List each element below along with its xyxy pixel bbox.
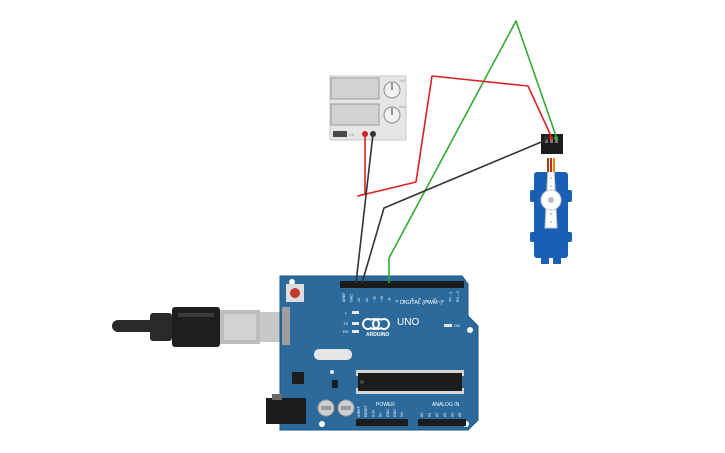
crystal-oscillator (314, 349, 352, 360)
pin-label: GND (393, 409, 397, 417)
pin-label: GND (350, 294, 354, 302)
led-label-rx: RX (343, 329, 349, 334)
mount-hole (289, 279, 295, 285)
power-label: POWER (376, 402, 395, 408)
signal-wire (388, 20, 557, 283)
power-switch[interactable] (333, 131, 347, 137)
regulator-chip (292, 372, 304, 384)
usb-jack (282, 307, 290, 345)
ground-wire-servo (361, 139, 547, 284)
pin-label: ~10 (380, 296, 384, 302)
dc-barrel-jack[interactable] (266, 394, 306, 424)
switch-label: ON (349, 133, 355, 137)
led-label-l: L (345, 310, 348, 315)
volt-knob-label: Volt (399, 79, 405, 83)
power-header[interactable] (356, 419, 408, 426)
arduino-logo: ARDUINO UNO (362, 317, 419, 338)
micro-servo[interactable] (530, 134, 572, 264)
digital-header[interactable] (340, 281, 464, 288)
power-led (444, 324, 452, 327)
pin-label: GND (386, 409, 390, 417)
dc-power-supply[interactable]: Volt Amp ON (329, 75, 407, 141)
capacitors (317, 399, 355, 417)
on-label: ON (454, 323, 460, 328)
servo-horn[interactable] (540, 167, 562, 229)
pad (330, 370, 334, 374)
pin-label: 2 (441, 300, 445, 302)
power-wire (357, 75, 552, 197)
pin-label: 8 (395, 300, 399, 302)
pin-label: ~6 (410, 298, 414, 302)
pin-label: 12 (365, 298, 369, 302)
pin-label: A1 (428, 413, 432, 417)
pin-label: RESET (364, 404, 368, 417)
pin-label: RX←0 (456, 291, 460, 302)
pin-label: A5 (458, 413, 462, 417)
pin-label: A2 (435, 413, 439, 417)
pin-label: 4 (426, 300, 430, 302)
pin-label: A3 (443, 413, 447, 417)
mount-hole (467, 327, 473, 333)
wires[interactable] (355, 20, 558, 284)
small-chip (332, 380, 338, 388)
pin-label: 5V (379, 412, 383, 417)
pin-label: A0 (420, 413, 424, 417)
mount-hole (319, 421, 325, 427)
digital-header-label: DIGITAL (PWM~) (400, 300, 443, 306)
pin-label: ~11 (372, 296, 376, 302)
pin-label: ~5 (418, 298, 422, 302)
analog-label: ANALOG IN (432, 402, 460, 408)
ground-wire-psu (355, 133, 374, 284)
pin-label: TX→1 (448, 292, 452, 302)
pin-label: ~9 (388, 298, 392, 302)
analog-header[interactable] (418, 419, 466, 426)
current-display (330, 103, 380, 126)
pin-label: IOREF (357, 405, 361, 417)
pin-label: A4 (450, 413, 454, 417)
amp-knob-label: Amp (399, 105, 406, 109)
model-text: UNO (397, 317, 419, 328)
voltage-display (330, 77, 380, 100)
pin-label: 13 (357, 298, 361, 302)
brand-text: ARDUINO (366, 332, 389, 338)
status-leds: L TX RX ON (343, 310, 460, 334)
led-label-tx: TX (343, 321, 348, 326)
pin-label: ~3 (433, 298, 437, 302)
pin-label: 7 (403, 300, 407, 302)
pin-label: Vin (400, 412, 404, 417)
atmega-chip (356, 370, 464, 394)
reset-button[interactable] (286, 284, 304, 302)
usb-cable[interactable] (112, 307, 288, 347)
pin-label: AREF (342, 292, 346, 302)
pin-label: 3.3V (371, 409, 375, 417)
